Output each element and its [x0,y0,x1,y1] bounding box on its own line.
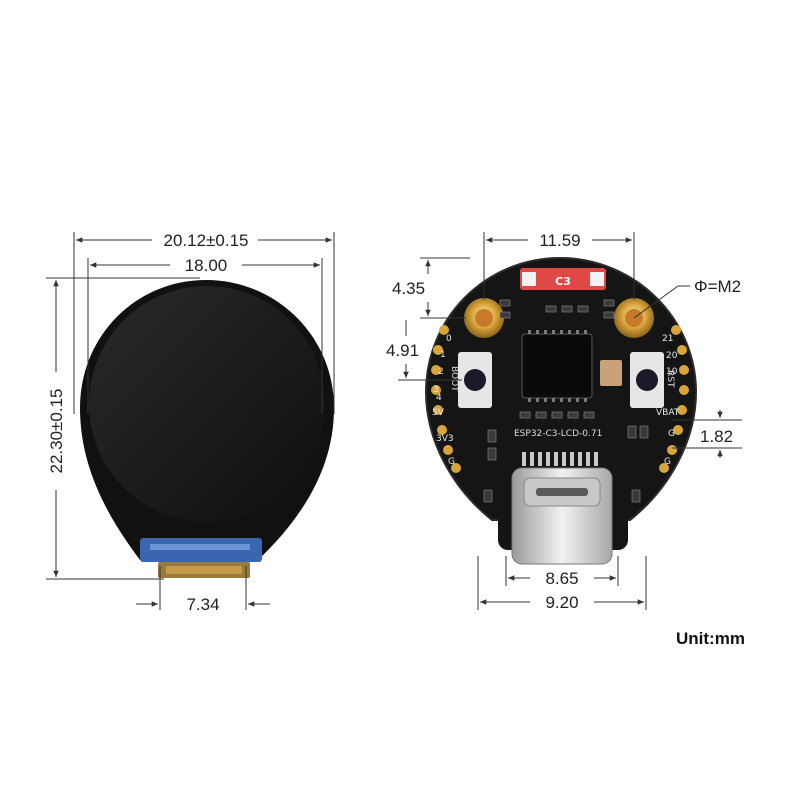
usb-c-tongue [536,488,588,496]
boot-label: BOOT [449,366,459,392]
width-screen-label: 18.00 [185,256,228,275]
chip-marking: C3 [555,275,571,288]
pin-label-vbat: VBAT [656,408,680,418]
leader-line [633,285,679,319]
chip-pins [528,330,587,402]
pin-label-3: 3 [433,385,439,395]
main-chip [521,333,593,399]
pin-label-5v: 5V [432,408,445,418]
unit-label: Unit:mm [676,629,745,648]
usb-outer-width-label: 9.20 [545,593,578,612]
display-screen [89,286,325,522]
pin-label-2: 2 [438,367,444,377]
height-overall-label: 22.30±0.15 [47,389,66,474]
width-overall-label: 20.12±0.15 [164,231,249,250]
crystal [600,360,622,386]
rst-label: RST [665,370,675,388]
back-view: 0 1 2 3 4 5V 3V3 G 21 20 10 VBAT G G C3 [386,231,742,612]
connector-pad-strip [166,566,242,574]
red-component-pad [522,272,536,286]
hole-diameter-label: Φ=M2 [694,277,741,296]
pin-label-1: 1 [440,350,446,360]
usb-c-contacts [522,452,598,466]
pin-label-21: 21 [662,334,673,344]
front-view: 20.12±0.15 18.00 22.30±0.15 7.34 [46,231,335,614]
usb-inner-width-label: 8.65 [545,569,578,588]
red-component-pad [590,272,604,286]
smd-components [483,299,649,503]
red-component [520,268,606,290]
hole-offset-label: 4.35 [392,279,425,298]
board-label: ESP32-C3-LCD-0.71 [514,429,602,439]
boot-button-cap [464,369,486,391]
pin-label-3v3: 3V3 [436,434,454,444]
hole-to-button-label: 4.91 [386,341,419,360]
left-pads [431,325,461,473]
pin-label-g-left: G [448,457,455,467]
pin-label-10: 10 [666,367,678,377]
pin-label-g-right-2: G [664,457,671,467]
pin-offset-label: 1.82 [700,427,733,446]
pin-label-20: 20 [666,351,678,361]
pin-label-g-right-1: G [668,429,675,439]
connector-width-label: 7.34 [186,595,219,614]
flex-connector-stripe [150,544,250,550]
hole-spacing-label: 11.59 [539,231,580,250]
rst-button-cap [636,369,658,391]
mounting-hole-left-bore [475,309,493,327]
pin-label-0: 0 [446,334,452,344]
pin-label-4: 4 [436,393,442,403]
